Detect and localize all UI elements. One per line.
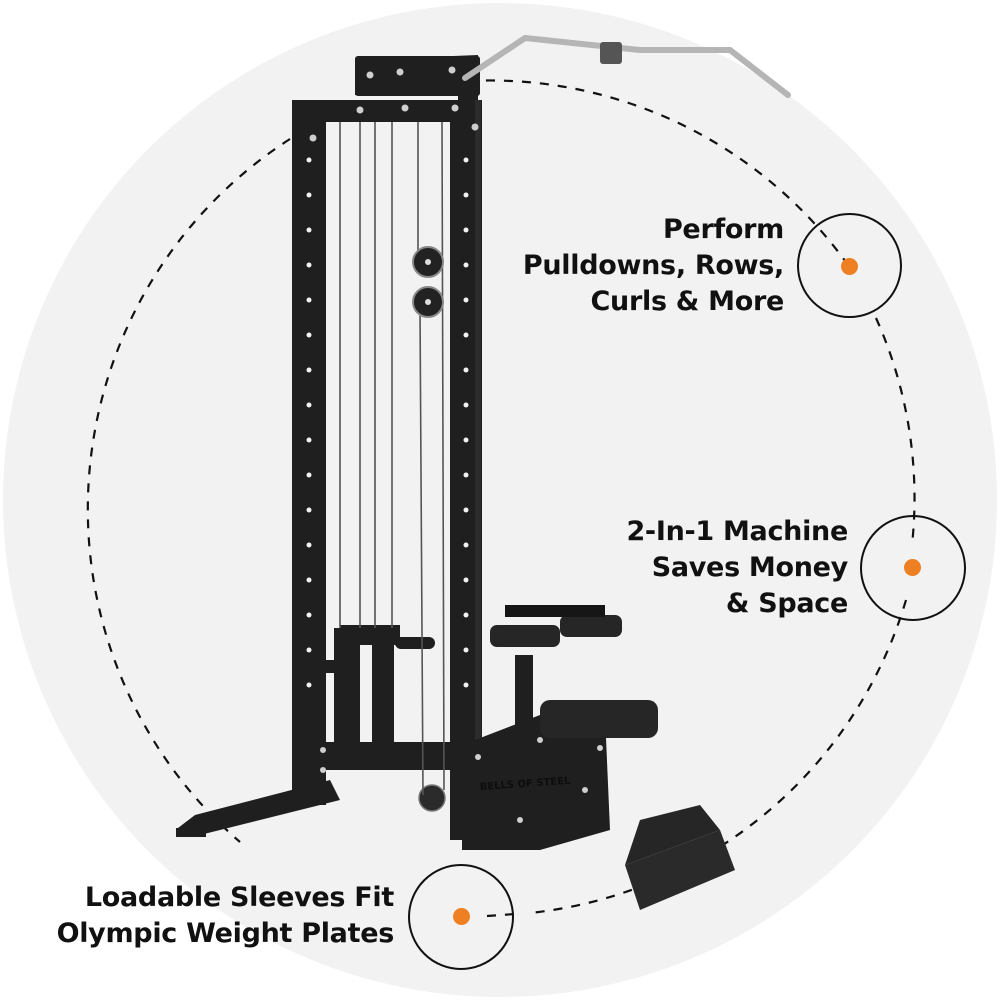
callout-pulldowns-dot[interactable]: [841, 258, 858, 275]
bolts: [309, 66, 603, 823]
callout-pulldowns-ring: [797, 213, 902, 318]
callout-line: 2-In-1 Machine: [626, 516, 848, 547]
callout-sleeves-ring: [408, 864, 514, 970]
callout-two-in-one-ring: [860, 515, 966, 621]
callout-line: Saves Money: [651, 552, 849, 583]
callout-line: Pulldowns, Rows,: [522, 250, 784, 281]
upper-pulleys: [412, 246, 444, 318]
callout-sleeves-dot[interactable]: [453, 908, 470, 925]
callout-two-in-one-dot[interactable]: [904, 559, 921, 576]
lat-bar-clip: [600, 42, 622, 64]
callout-line: Loadable Sleeves Fit: [84, 882, 394, 913]
callout-pulldowns-text: Perform Pulldowns, Rows, Curls & More: [523, 212, 784, 320]
callout-line: Curls & More: [590, 286, 785, 317]
cables: [339, 121, 445, 796]
callout-line: & Space: [725, 588, 848, 619]
lat-bar: [462, 34, 791, 98]
callout-two-in-one-text: 2-In-1 Machine Saves Money & Space: [626, 514, 848, 622]
callout-line: Perform: [662, 214, 784, 245]
callout-line: Olympic Weight Plates: [56, 918, 395, 949]
machine-frame: [176, 55, 735, 910]
callout-sleeves-text: Loadable Sleeves Fit Olympic Weight Plat…: [56, 880, 395, 952]
frame-holes: [306, 157, 469, 688]
